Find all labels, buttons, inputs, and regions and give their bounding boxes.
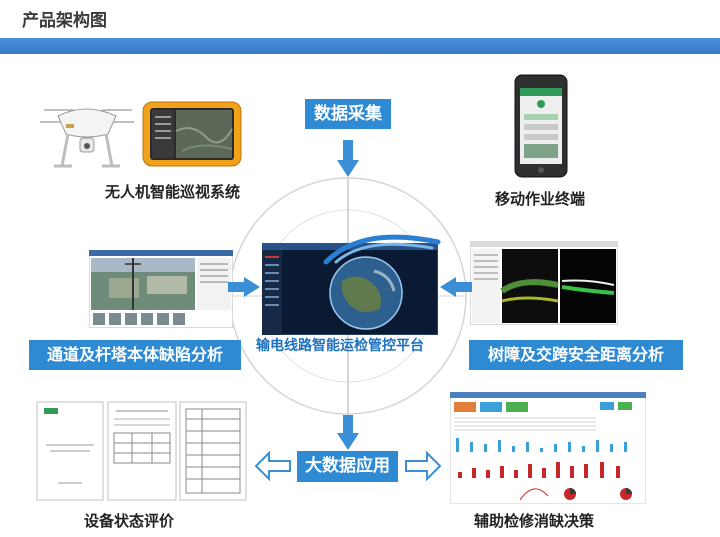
decision-dashboard-screenshot [450,392,646,504]
mobile-terminal-caption: 移动作业终端 [495,190,586,208]
uav-drone-image [38,94,136,178]
arrow-down-bigdata-icon [337,415,359,450]
page-title: 产品架构图 [22,11,107,31]
channel-analysis-label: 通道及杆塔本体缺陷分析 [29,340,241,370]
arrow-left-icon [440,277,472,297]
platform-screenshot [262,243,438,335]
mobile-terminal-image [514,74,568,178]
data-collection-label: 数据采集 [305,99,391,129]
arrow-outline-right-icon [405,451,442,481]
arrow-down-icon [337,140,359,177]
big-data-label: 大数据应用 [297,451,398,482]
channel-analysis-screenshot [89,250,233,328]
arrow-outline-left-icon [254,451,291,481]
uav-system-caption: 无人机智能巡视系统 [105,183,241,201]
equipment-evaluation-caption: 设备状态评价 [84,512,175,530]
arrow-right-icon [228,277,260,297]
tree-analysis-label: 树障及交跨安全距离分析 [469,340,683,370]
decision-caption: 辅助检修消缺决策 [474,512,595,530]
equipment-report-documents [36,401,248,503]
platform-caption: 输电线路智能运检管控平台 [256,338,424,354]
tree-analysis-screenshot [470,241,618,325]
tablet-controller-image [142,101,242,167]
header-bar [0,38,720,54]
arc-decoration-icon [323,234,441,265]
